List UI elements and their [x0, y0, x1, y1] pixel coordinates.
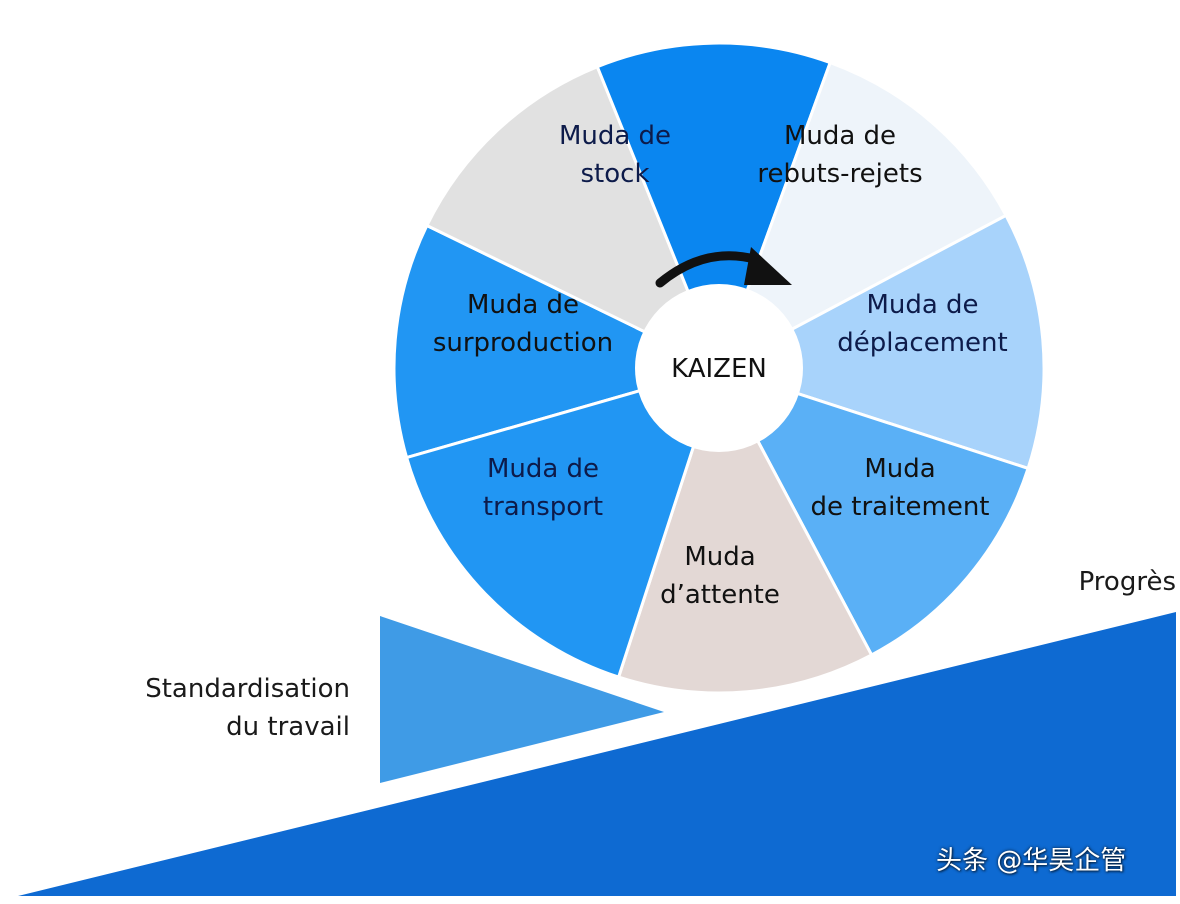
segment-label-line1: Muda de: [558, 121, 672, 151]
standardisation-line1: Standardisation: [145, 674, 350, 704]
segment-label-line2: stock: [580, 159, 650, 189]
progress-slope: [18, 612, 1176, 896]
segment-label-attente: Muda d’attente: [640, 538, 800, 614]
wheel-rim: [393, 42, 1045, 694]
standardisation-line2: du travail: [226, 712, 350, 742]
segment-label-surproduction: Muda de surproduction: [418, 286, 628, 362]
segment-label-line1: Muda: [864, 454, 936, 484]
segment-label-deplacement: Muda de déplacement: [820, 286, 1025, 362]
segment-label-line1: Muda de: [486, 454, 600, 484]
standardisation-label: Standardisation du travail: [110, 670, 350, 746]
segment-label-line1: Muda de: [783, 121, 897, 151]
segment-label-line1: Muda: [684, 542, 756, 572]
kaizen-hub: [635, 284, 803, 452]
segment-label-line2: transport: [482, 492, 604, 522]
segment-label-line2: de traitement: [810, 492, 990, 522]
segment-label-line1: Muda de: [466, 290, 580, 320]
segment-label-traitement: Muda de traitement: [795, 450, 1005, 526]
segment-label-line2: d’attente: [660, 580, 780, 610]
standardisation-wedge: [380, 616, 664, 783]
muda-wheel: [392, 41, 1046, 695]
segment-label-line2: surproduction: [432, 328, 614, 358]
kaizen-label: KAIZEN: [671, 354, 767, 384]
segment-label-stock: Muda de stock: [540, 117, 690, 193]
segment-label-line2: rebuts-rejets: [757, 159, 923, 189]
rotation-arrowhead-icon: [744, 247, 792, 285]
progres-label: Progrès: [1078, 567, 1176, 597]
watermark: 头条 @华昊企管: [936, 846, 1127, 876]
rotation-arrow-icon: [655, 251, 763, 288]
segment-label-transport: Muda de transport: [463, 450, 623, 526]
segment-label-rebuts-rejets: Muda de rebuts-rejets: [730, 117, 950, 193]
segment-label-line1: Muda de: [866, 290, 979, 320]
segment-label-line2: déplacement: [837, 328, 1008, 358]
